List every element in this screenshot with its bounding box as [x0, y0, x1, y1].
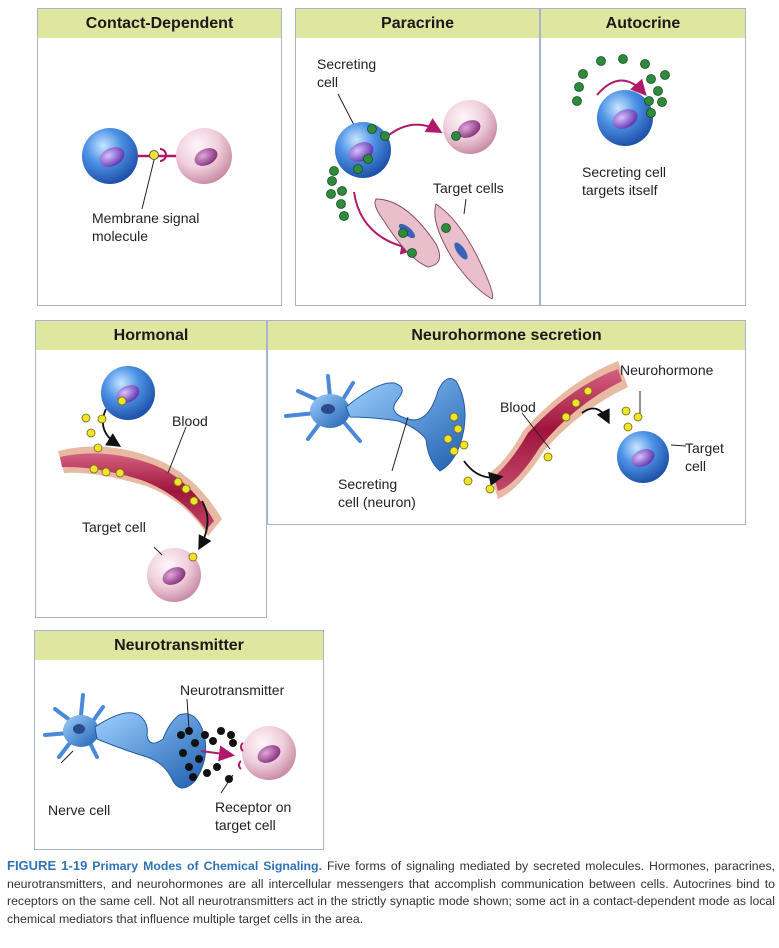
- label-autocrine-2: targets itself: [582, 182, 658, 198]
- nerve-cell: [43, 693, 207, 789]
- label-blood: Blood: [172, 413, 208, 429]
- signal-molecule-dot: [149, 150, 159, 160]
- label-membrane-signal-2: molecule: [92, 228, 149, 244]
- cell-nucleus: [162, 567, 186, 585]
- label-autocrine-1: Secreting cell: [582, 164, 667, 180]
- figure-number: FIGURE 1-19: [7, 858, 88, 873]
- contact-dependent-diagram: [82, 128, 232, 210]
- label-target-cell: Target cell: [82, 519, 146, 535]
- figure-caption: FIGURE 1-19 Primary Modes of Chemical Si…: [7, 857, 775, 928]
- leader-line: [337, 93, 355, 126]
- label-receptor-2: target cell: [215, 817, 276, 833]
- neurohormone-panel: Neurohormone secretion Blood Neurohormon…: [267, 320, 746, 525]
- label-membrane-signal-1: Membrane signal: [92, 210, 200, 226]
- cell-nucleus: [257, 745, 281, 763]
- leader-line: [60, 750, 74, 764]
- label-target-cells: Target cells: [433, 180, 504, 196]
- cell-nucleus: [194, 148, 218, 166]
- self-signal-arrow: [596, 78, 647, 96]
- hormone-arrow: [102, 408, 122, 447]
- paracrine-diagram: [326, 93, 497, 300]
- paracrine-molecules: [326, 124, 461, 258]
- label-secreting-cell-1: Secreting: [317, 56, 377, 72]
- autocrine-panel: Autocrine Secreting cell targets itself: [540, 8, 746, 306]
- delivery-arrow: [198, 500, 212, 551]
- signal-arrow: [383, 118, 443, 140]
- panel-title: Hormonal: [36, 321, 266, 350]
- paracrine-panel: Paracrine Secreting cell Target cells: [295, 8, 540, 306]
- panel-title: Neurohormone secretion: [268, 321, 745, 350]
- label-target-cell-1: Target: [685, 440, 724, 456]
- cell-nucleus: [612, 109, 638, 129]
- panel-title: Paracrine: [296, 9, 539, 38]
- leader-line: [521, 412, 551, 450]
- label-target-cell-2: cell: [685, 458, 707, 474]
- label-secreting-neuron-1: Secreting: [338, 476, 398, 492]
- label-receptor-1: Receptor on: [215, 799, 292, 815]
- neurotransmitter-molecules: [177, 727, 237, 783]
- leader-line: [391, 416, 409, 472]
- figure-title: Primary Modes of Chemical Signaling.: [92, 859, 322, 873]
- blood-vessel: [494, 369, 622, 491]
- neuron: [284, 374, 466, 472]
- figure-caption-text: Five forms of signaling mediated by secr…: [7, 859, 776, 926]
- leader-line: [670, 444, 687, 447]
- hormonal-panel: Hormonal Blood Target cell: [35, 320, 267, 618]
- label-neurohormone: Neurohormone: [620, 362, 714, 378]
- delivery-arrow: [581, 407, 610, 425]
- leader-line: [153, 546, 163, 556]
- receptor-icon: [238, 742, 244, 770]
- receptor-icon: [159, 148, 167, 162]
- neurohormone-diagram: [284, 361, 687, 499]
- label-secreting-cell-2: cell: [317, 74, 339, 90]
- leader-line: [463, 198, 467, 215]
- label-blood: Blood: [500, 399, 536, 415]
- cell-nucleus: [454, 242, 468, 260]
- leader-line: [186, 698, 190, 730]
- neurotransmitter-panel: Neurotransmitter Neurotransmitter Nerve …: [34, 630, 324, 850]
- cell-nucleus: [99, 147, 125, 167]
- release-arrow: [200, 745, 235, 762]
- label-secreting-neuron-2: cell (neuron): [338, 494, 416, 510]
- cell-nucleus: [457, 120, 481, 138]
- label-neurotransmitter: Neurotransmitter: [180, 682, 285, 698]
- cell-nucleus: [631, 449, 655, 467]
- leader-line: [141, 159, 155, 210]
- autocrine-diagram: [572, 54, 670, 146]
- autocrine-molecules: [572, 54, 670, 118]
- panel-title: Neurotransmitter: [35, 631, 323, 660]
- hormone-molecules: [81, 396, 199, 562]
- panel-title: Contact-Dependent: [38, 9, 281, 38]
- contact-dependent-panel: Contact-Dependent Membrane signal molecu…: [37, 8, 282, 306]
- neurotransmitter-diagram: [43, 693, 296, 794]
- hormonal-diagram: [58, 366, 222, 602]
- panel-title: Autocrine: [541, 9, 745, 38]
- label-nerve-cell: Nerve cell: [48, 802, 111, 818]
- secretion-arrow: [463, 460, 504, 487]
- neurohormone-molecules: [443, 386, 643, 494]
- leader-line: [167, 426, 187, 474]
